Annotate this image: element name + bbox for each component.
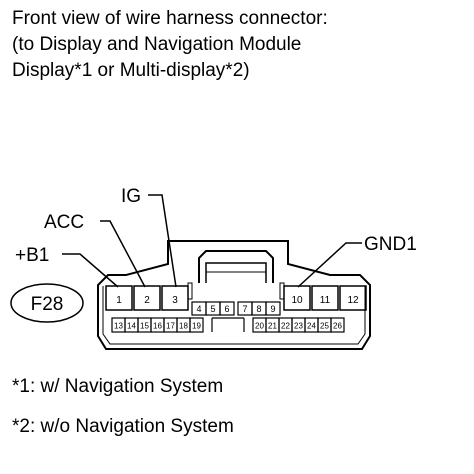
- pin-3-cavity: [161, 285, 189, 311]
- pin-9-cavity: [265, 301, 281, 316]
- pin-22-label: 22: [281, 322, 290, 331]
- pin-4-label: 4: [196, 304, 201, 314]
- pin-10-label: 10: [291, 295, 303, 306]
- connector-key: [211, 317, 245, 332]
- leader-line-b1: [62, 253, 119, 288]
- pin-15-label: 15: [140, 322, 149, 331]
- pin-25-label: 25: [320, 322, 329, 331]
- pin-24-label: 24: [307, 322, 316, 331]
- pin-18-label: 18: [179, 322, 188, 331]
- caption-line-3: Display*1 or Multi-display*2): [12, 60, 250, 81]
- leader-line-acc: [100, 220, 146, 288]
- footnote-2: *2: w/o Navigation System: [12, 416, 234, 437]
- pin-6-label: 6: [224, 304, 229, 314]
- pin-9-label: 9: [270, 304, 275, 314]
- connector-code: F28: [31, 294, 64, 315]
- leader-line-ig: [148, 194, 177, 288]
- pin-13-label: 13: [114, 322, 123, 331]
- pin-8-label: 8: [256, 304, 261, 314]
- callout-gnd1: GND1: [364, 234, 417, 255]
- pin-5-label: 5: [210, 304, 215, 314]
- pin-16-label: 16: [153, 322, 162, 331]
- pin-21-label: 21: [268, 322, 277, 331]
- diagram-caption: Front view of wire harness connector: (t…: [12, 6, 462, 84]
- pin-10-cavity: [283, 285, 311, 311]
- pin-20-label: 20: [255, 322, 264, 331]
- pin-14-label: 14: [127, 322, 136, 331]
- connector-code-ellipse: [10, 283, 84, 323]
- pin-2-label: 2: [144, 295, 150, 306]
- pin-1-label: 1: [116, 295, 122, 306]
- connector-housing: [97, 240, 371, 350]
- pin-12-cavity: [339, 285, 367, 311]
- connector-lock-tab-inner: [205, 262, 267, 283]
- pin-1-cavity: [105, 285, 133, 311]
- pin-11-cavity: [311, 285, 339, 311]
- callout-ig: IG: [121, 186, 141, 207]
- pin-3-label: 3: [172, 295, 178, 306]
- callout-acc: ACC: [44, 212, 84, 233]
- connector-lock-tab: [198, 250, 274, 283]
- pin-19-label: 19: [192, 322, 201, 331]
- callout-b1: +B1: [15, 245, 49, 266]
- footnote-1: *1: w/ Navigation System: [12, 376, 224, 397]
- pin-2-cavity: [133, 285, 161, 311]
- pin-26-cavity: [330, 317, 345, 333]
- pin-6-cavity: [219, 301, 235, 316]
- leader-line-gnd1: [297, 242, 362, 288]
- pin-17-label: 17: [166, 322, 175, 331]
- connector-housing-inner: [102, 286, 366, 345]
- caption-line-2: (to Display and Navigation Module: [12, 34, 302, 55]
- pin-26-label: 26: [333, 322, 342, 331]
- pin-23-label: 23: [294, 322, 303, 331]
- pin-11-label: 11: [320, 295, 331, 306]
- pin-12-label: 12: [347, 295, 359, 306]
- caption-line-1: Front view of wire harness connector:: [12, 8, 328, 29]
- pin-19-cavity: [189, 317, 204, 333]
- pin-7-label: 7: [242, 304, 247, 314]
